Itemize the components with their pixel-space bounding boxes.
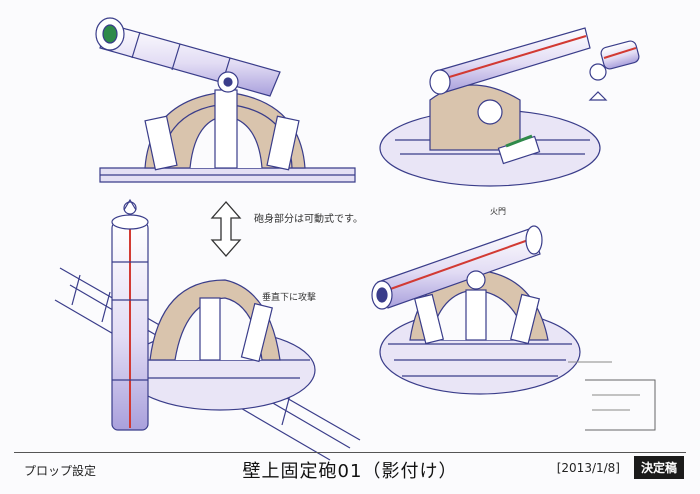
cannon-front-view [371,225,581,395]
cannon-vertical-view [54,198,361,461]
sheet-title: 壁上固定砲01（影付け） [242,461,458,482]
muzzle-note: 火門 [490,207,506,216]
status-badge: 決定稿 [633,456,684,479]
footer: プロップ設定 壁上固定砲01（影付け） [2013/1/8] 決定稿 [0,452,700,494]
cannon-rear-view [379,27,640,187]
footer-category: プロップ設定 [24,464,97,478]
cannon-side-view [95,17,356,183]
vertical-note: 垂直下に攻撃 [262,291,316,303]
stamp-note [568,361,656,431]
barrel-note: 砲身部分は可動式です。 [254,212,363,225]
footer-rule [14,452,686,453]
movement-arrow [210,201,242,257]
sheet-date: [2013/1/8] [556,461,620,475]
